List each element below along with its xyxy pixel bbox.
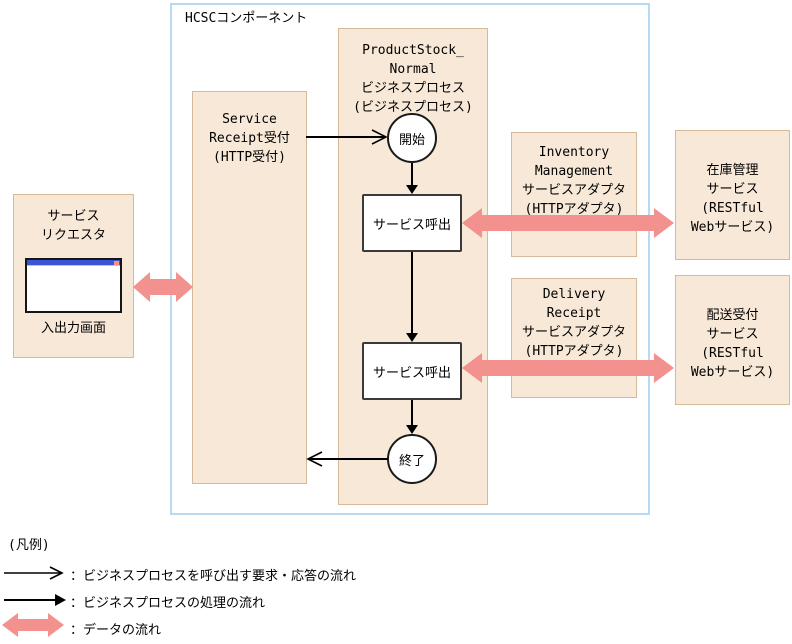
start-node: 開始 bbox=[387, 113, 437, 163]
request-arrow-receipt-to-start bbox=[306, 129, 388, 145]
data-flow-arrow-call2-delivery bbox=[462, 353, 674, 383]
flow-arrow-call2-to-end bbox=[411, 400, 413, 426]
inventory-service-box: 在庫管理 サービス (RESTful Webサービス) bbox=[675, 130, 790, 260]
start-node-label: 開始 bbox=[398, 132, 425, 148]
legend-filled-arrow-icon bbox=[4, 599, 56, 601]
legend-item-2-label: ：ビジネスプロセスの処理の流れ bbox=[70, 596, 266, 611]
inventory-adapter-line1: Inventory bbox=[538, 145, 610, 160]
service-call-1-box: サービス呼出 bbox=[362, 194, 462, 252]
inventory-adapter-line2: Management bbox=[534, 164, 614, 179]
service-call-2-box: サービス呼出 bbox=[362, 342, 462, 400]
flow-arrow-start-to-call1 bbox=[411, 163, 413, 186]
business-process-title-line1: ProductStock_ bbox=[362, 43, 464, 58]
inventory-adapter-box: Inventory Management サービスアダプタ (HTTPアダプタ) bbox=[511, 132, 637, 257]
delivery-service-line4: Webサービス) bbox=[690, 365, 775, 380]
legend-item-3-label: ：データの流れ bbox=[70, 623, 162, 638]
service-call-1-label: サービス呼出 bbox=[372, 217, 451, 233]
delivery-adapter-box: Delivery Receipt サービスアダプタ (HTTPアダプタ) bbox=[511, 278, 637, 398]
business-process-title-line2: Normal bbox=[389, 62, 437, 77]
service-receipt-line3: (HTTP受付) bbox=[213, 150, 286, 165]
flow-arrowhead-call1-to-call2 bbox=[406, 333, 418, 342]
legend-open-arrow-icon bbox=[4, 566, 64, 580]
inventory-adapter-line4: (HTTPアダプタ) bbox=[524, 202, 624, 217]
response-arrow-end-to-receipt bbox=[306, 451, 388, 467]
end-node: 終了 bbox=[387, 434, 437, 484]
inventory-service-line3: (RESTful bbox=[701, 201, 764, 216]
inventory-service-line1: 在庫管理 bbox=[706, 163, 759, 178]
inventory-adapter-line3: サービスアダプタ bbox=[521, 183, 626, 198]
business-process-title-line4: (ビジネスプロセス) bbox=[353, 100, 473, 115]
delivery-service-line1: 配送受付 bbox=[706, 308, 759, 323]
delivery-adapter-line2: Receipt bbox=[546, 306, 602, 321]
service-receipt-line1: Service bbox=[222, 112, 277, 127]
io-window-titlebar bbox=[27, 260, 120, 266]
hcsc-component-title: HCSCコンポーネント bbox=[185, 11, 308, 26]
end-node-label: 終了 bbox=[398, 453, 425, 469]
service-receipt-line2: Receipt受付 bbox=[209, 131, 290, 146]
service-requester-label-line1: サービス bbox=[47, 209, 100, 224]
flow-arrowhead-start-to-call1 bbox=[406, 185, 418, 194]
legend-title: (凡例) bbox=[8, 538, 50, 553]
delivery-adapter-line1: Delivery bbox=[542, 287, 606, 302]
data-flow-arrow-call1-inventory bbox=[462, 208, 674, 238]
service-receipt-box: Service Receipt受付 (HTTP受付) bbox=[192, 91, 307, 484]
flow-arrow-call1-to-call2 bbox=[411, 252, 413, 334]
legend-data-flow-arrow-icon bbox=[2, 613, 64, 637]
delivery-service-line3: (RESTful bbox=[701, 346, 764, 361]
io-window-icon bbox=[25, 258, 122, 313]
io-window-close-icon bbox=[114, 261, 119, 265]
service-requester-label-line2: リクエスタ bbox=[40, 228, 106, 243]
delivery-adapter-line4: (HTTPアダプタ) bbox=[524, 344, 624, 359]
io-screen-label: 入出力画面 bbox=[40, 321, 106, 336]
business-process-title-line3: ビジネスプロセス bbox=[360, 81, 465, 96]
inventory-service-line2: サービス bbox=[706, 182, 759, 197]
delivery-adapter-line3: サービスアダプタ bbox=[521, 325, 626, 340]
data-flow-arrow-requester-receipt bbox=[133, 272, 193, 302]
flow-arrowhead-call2-to-end bbox=[406, 425, 418, 434]
delivery-service-box: 配送受付 サービス (RESTful Webサービス) bbox=[675, 275, 790, 405]
inventory-service-line4: Webサービス) bbox=[690, 220, 775, 235]
service-call-2-label: サービス呼出 bbox=[372, 365, 451, 381]
legend-filled-arrowhead-icon bbox=[55, 594, 66, 606]
delivery-service-line2: サービス bbox=[706, 327, 759, 342]
legend-item-1-label: ：ビジネスプロセスを呼び出す要求・応答の流れ bbox=[70, 569, 357, 584]
